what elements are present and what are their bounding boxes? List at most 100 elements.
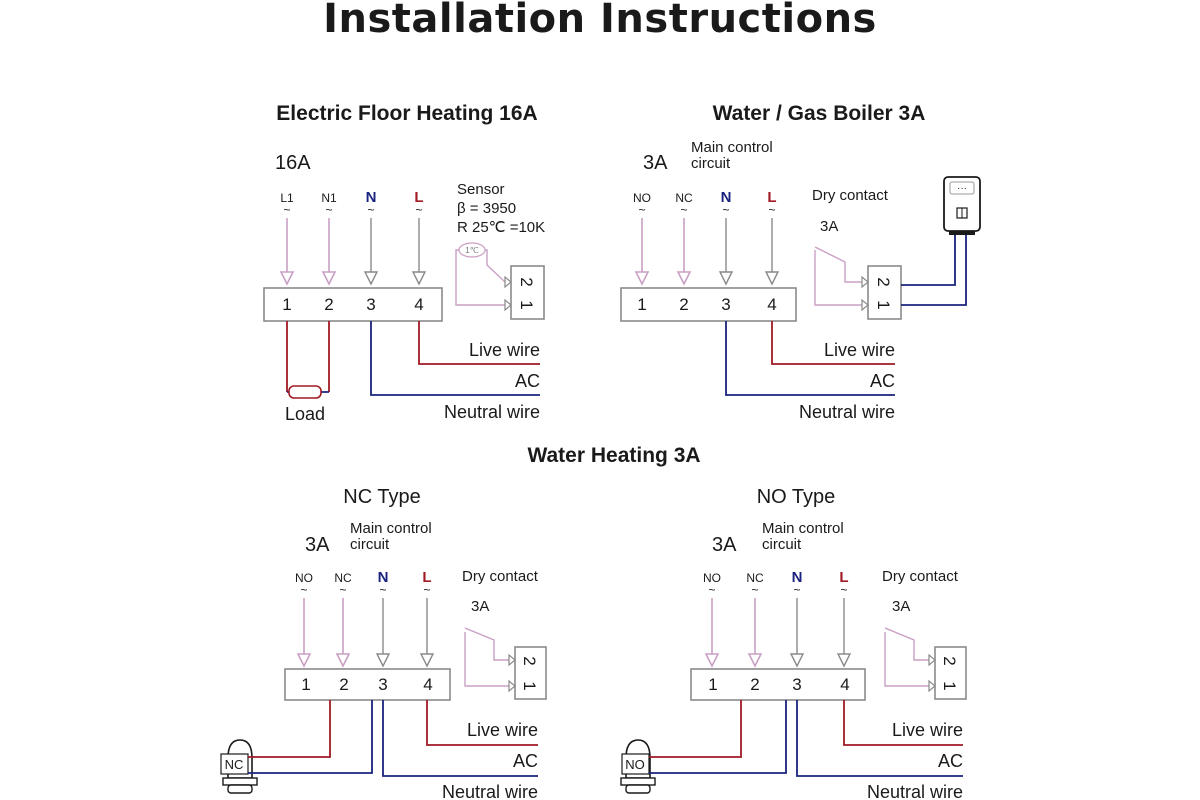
nc-neutral-wire (382, 700, 538, 777)
floor-input-arrows (363, 218, 427, 286)
boiler-main-control: Main control (691, 139, 773, 156)
sensor-wires (455, 249, 506, 306)
no-dry-port (934, 646, 967, 700)
boiler-dry-contact-wires (814, 246, 862, 306)
floor-tilde: ~ (283, 203, 290, 217)
nc-dry-contact-wires (464, 627, 509, 687)
nc-dry-rating: 3A (471, 598, 489, 615)
nc-port-2: 2 (520, 656, 539, 665)
floor-num-2: 2 (324, 295, 333, 314)
no-input-wires (704, 598, 763, 668)
floor-neutral-wire (370, 321, 540, 396)
no-terminal-block (690, 668, 866, 701)
no-tilde: ~ (751, 583, 758, 597)
boiler-ac-label: AC (870, 371, 895, 391)
sensor-beta: β = 3950 (457, 200, 516, 217)
no-term-no: NO (703, 571, 721, 585)
nc-type-diagram: NC Type 3A Main control circuit NO NC N … (220, 486, 547, 800)
nc-live-label: Live wire (467, 720, 538, 740)
nc-tilde: ~ (379, 583, 386, 597)
boiler-dry-port (867, 265, 902, 320)
no-neutral-wire (796, 700, 963, 777)
no-term-l: L (839, 569, 848, 586)
no-tilde: ~ (708, 583, 715, 597)
nc-term-n: N (378, 569, 389, 586)
no-num-1: 1 (708, 675, 717, 694)
boiler-unit-wires (901, 235, 967, 306)
floor-tilde: ~ (325, 203, 332, 217)
boiler-neutral-label: Neutral wire (799, 402, 895, 422)
page-title: Installation Instructions (323, 0, 877, 42)
boiler-input-arrows (718, 218, 780, 286)
nc-port-1: 1 (520, 681, 539, 690)
nc-input-arrows (375, 598, 435, 668)
floor-tilde: ~ (367, 203, 374, 217)
sensor-resistance: R 25℃ =10K (457, 219, 545, 236)
no-live-wire (843, 700, 963, 746)
boiler-term-nc: NC (675, 191, 693, 205)
boiler-neutral-wire (725, 321, 895, 396)
boiler-unit-dots: ··· (957, 183, 967, 194)
no-type-heading: NO Type (757, 486, 836, 508)
nc-valve-live-wire (248, 700, 331, 758)
nc-rating: 3A (305, 534, 330, 556)
nc-term-no: NO (295, 571, 313, 585)
no-valve-neutral-wire (649, 700, 787, 774)
boiler-live-wire (771, 321, 895, 365)
boiler-rating: 3A (643, 152, 668, 174)
boiler-port-1: 1 (874, 300, 893, 309)
boiler-live-label: Live wire (824, 340, 895, 360)
nc-dry-port (514, 646, 547, 700)
nc-tilde: ~ (300, 583, 307, 597)
boiler-terminal-block (620, 287, 797, 322)
water-heating-heading: Water Heating 3A (527, 444, 700, 467)
floor-load-wires (286, 321, 330, 392)
boiler-dry-rating: 3A (820, 218, 838, 235)
boiler-tilde: ~ (768, 203, 775, 217)
boiler-dry-contact: Dry contact (812, 187, 889, 204)
boiler-heading: Water / Gas Boiler 3A (713, 102, 926, 125)
floor-input-wires (279, 218, 337, 286)
no-dry-rating: 3A (892, 598, 910, 615)
no-num-2: 2 (750, 675, 759, 694)
floor-term-l: L (414, 189, 423, 206)
nc-tilde: ~ (423, 583, 430, 597)
boiler-tilde: ~ (680, 203, 687, 217)
floor-rating: 16A (275, 152, 311, 174)
floor-heating-heading: Electric Floor Heating 16A (276, 102, 537, 125)
nc-type-heading: NC Type (343, 486, 420, 508)
no-tilde: ~ (793, 583, 800, 597)
nc-num-1: 1 (301, 675, 310, 694)
no-neutral-label: Neutral wire (867, 782, 963, 800)
no-dry-contact-wires (884, 627, 929, 687)
floor-num-1: 1 (282, 295, 291, 314)
floor-terminal-block (263, 287, 443, 322)
floor-neutral-label: Neutral wire (444, 402, 540, 422)
nc-term-l: L (422, 569, 431, 586)
nc-terminal-block (284, 668, 451, 701)
sensor-port-1: 1 (517, 300, 536, 309)
nc-tilde: ~ (339, 583, 346, 597)
sensor-chip-label: 1℃ (465, 246, 478, 255)
boiler-num-3: 3 (721, 295, 730, 314)
no-live-label: Live wire (892, 720, 963, 740)
nc-neutral-label: Neutral wire (442, 782, 538, 800)
boiler-num-2: 2 (679, 295, 688, 314)
boiler-term-l: L (767, 189, 776, 206)
sensor-label: Sensor (457, 181, 505, 198)
floor-ac-label: AC (515, 371, 540, 391)
sensor-port-2: 2 (517, 277, 536, 286)
boiler-term-n: N (721, 189, 732, 206)
nc-main-control: Main control (350, 520, 432, 537)
floor-heating-diagram: Electric Floor Heating 16A 16A L1 N1 N L… (263, 102, 545, 424)
boiler-main-circuit: circuit (691, 155, 731, 172)
boiler-input-wires (634, 218, 692, 286)
nc-term-nc: NC (334, 571, 352, 585)
nc-valve-icon: NC (220, 739, 258, 794)
no-port-2: 2 (940, 656, 959, 665)
floor-term-l1: L1 (280, 191, 294, 205)
no-tilde: ~ (840, 583, 847, 597)
boiler-term-no: NO (633, 191, 651, 205)
nc-num-4: 4 (423, 675, 432, 694)
